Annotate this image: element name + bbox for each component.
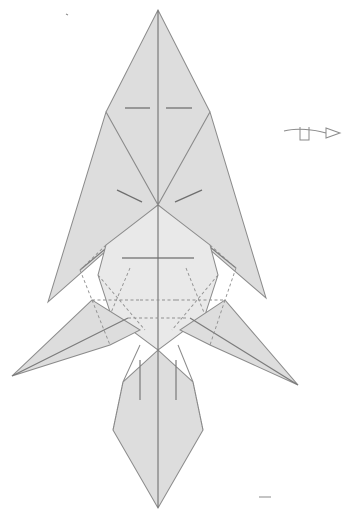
turn-over-arrow-icon xyxy=(284,127,340,140)
bottom-spike xyxy=(113,345,203,508)
scan-speck xyxy=(66,14,68,15)
